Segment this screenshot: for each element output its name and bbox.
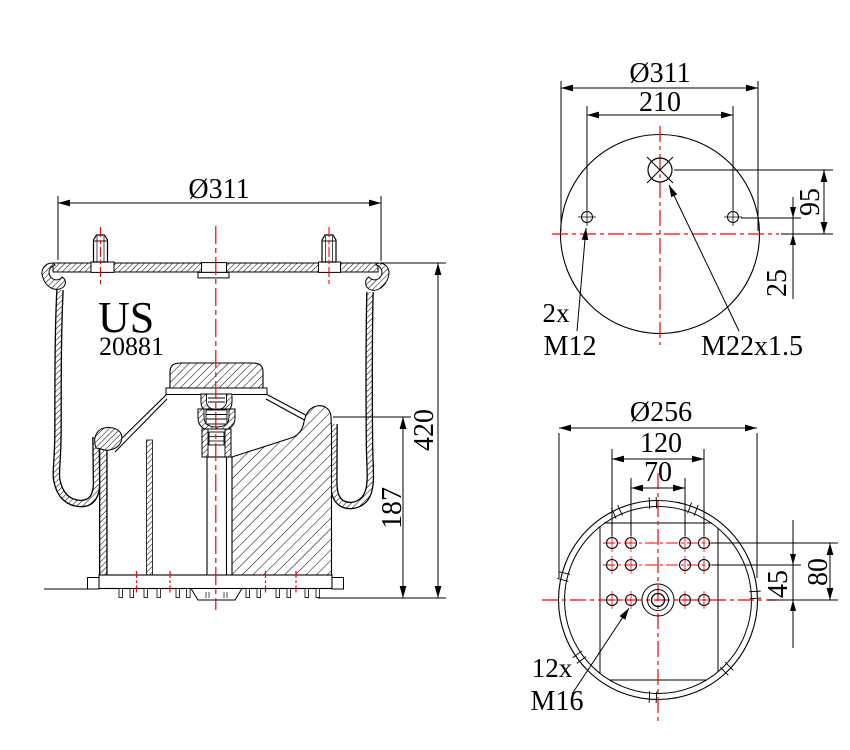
bellows-rubber	[52, 289, 375, 510]
piston-wall-left	[94, 426, 123, 575]
piston-rib	[146, 439, 153, 576]
label-stud-thread: M12	[544, 331, 597, 362]
stud-hole-right	[724, 208, 742, 226]
piston-bottom-view: Ø256 120 70 45 80 12x M16	[531, 397, 838, 722]
side-dimensions	[57, 196, 446, 599]
dim-bottom-diameter: Ø256	[630, 397, 692, 428]
top-plate-view: Ø311 210 95 25 2x M12 M22x1.5	[543, 58, 833, 362]
center-bolt-stack	[197, 393, 236, 589]
dim-side-piston-height: 187	[377, 487, 408, 529]
bottom-view-dimensions	[558, 424, 838, 648]
plate-rolled-edge-left	[41, 262, 66, 290]
dim-top-diameter: Ø311	[629, 58, 690, 89]
stud-hole-left	[578, 208, 596, 226]
bottom-view-outside-arrows	[790, 554, 796, 611]
dim-top-port-offset: 95	[795, 188, 826, 216]
air-port-hole	[646, 156, 674, 184]
brand-marking: US	[98, 293, 154, 342]
center-boss	[641, 583, 675, 617]
bolt-foot	[190, 588, 243, 601]
label-stud-count: 2x	[543, 298, 571, 328]
label-bolt-thread: M16	[531, 686, 584, 717]
side-section-view: Ø311 420 187 US 20881	[41, 174, 446, 610]
dim-bottom-row-top: 80	[803, 558, 834, 586]
label-port-thread: M22x1.5	[701, 331, 803, 362]
dim-bottom-cols-outer: 120	[640, 428, 682, 459]
bolt-leader	[571, 607, 630, 695]
top-view-outside-arrows	[790, 207, 796, 245]
dim-top-stud-offset: 25	[762, 269, 793, 297]
bumper	[169, 362, 264, 389]
dim-top-stud-spacing: 210	[639, 87, 681, 118]
side-centerlines	[99, 226, 330, 610]
dim-side-diameter: Ø311	[188, 174, 249, 205]
dim-bottom-row-mid: 45	[763, 570, 794, 598]
plate-rolled-edge-right	[365, 262, 390, 291]
bolt-shaft	[206, 456, 228, 589]
part-number-marking: 20881	[99, 332, 164, 361]
air-port-bushing	[201, 262, 227, 273]
dim-bottom-cols-inner: 70	[644, 457, 672, 488]
piston-section-hatch	[231, 405, 333, 576]
dim-side-overall-height: 420	[409, 409, 440, 451]
piston-base	[44, 574, 344, 601]
top-view-leaders	[576, 184, 740, 332]
bottom-view-centerlines	[542, 473, 777, 722]
label-bolt-count: 12x	[532, 653, 573, 683]
top-view-centerlines	[552, 126, 779, 345]
bolt-holes	[603, 534, 713, 609]
